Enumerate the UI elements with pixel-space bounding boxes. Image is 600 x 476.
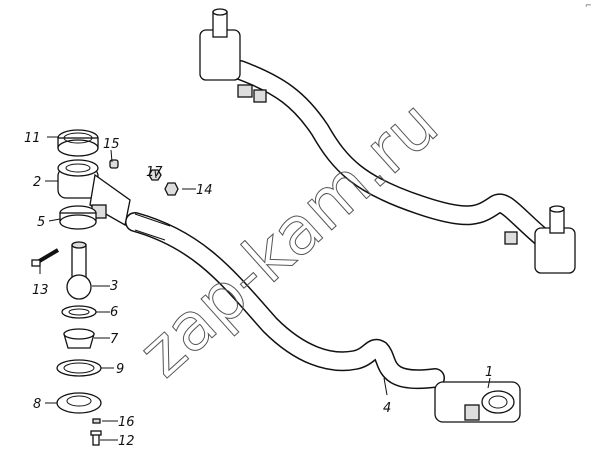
callout-11: 11 [24, 131, 41, 146]
callout-9: 9 [116, 362, 124, 377]
callout-13: 13 [32, 283, 49, 298]
left-exploded-parts [31, 129, 179, 446]
callout-4: 4 [383, 401, 391, 416]
corner-mark: ⌐ [585, 1, 592, 10]
callout-14: 14 [196, 183, 213, 198]
callout-6: 6 [110, 305, 118, 320]
callout-12: 12 [118, 434, 135, 449]
callout-7: 7 [110, 332, 119, 347]
callout-2: 2 [33, 175, 41, 190]
callout-1: 1 [485, 365, 493, 380]
callout-3: 3 [110, 279, 118, 294]
lower-tie-rod [125, 212, 445, 390]
callout-5: 5 [37, 215, 45, 230]
callout-17: 17 [146, 165, 163, 180]
callout-16: 16 [118, 415, 135, 430]
callout-15: 15 [103, 137, 120, 152]
leader-lines [39, 136, 491, 441]
upper-tie-rod [199, 8, 576, 274]
part-1-tie-rod-end [434, 381, 521, 423]
callout-labels: 11 15 2 17 14 5 13 3 6 7 9 8 16 12 4 1 [24, 131, 493, 449]
callout-8: 8 [33, 397, 41, 412]
